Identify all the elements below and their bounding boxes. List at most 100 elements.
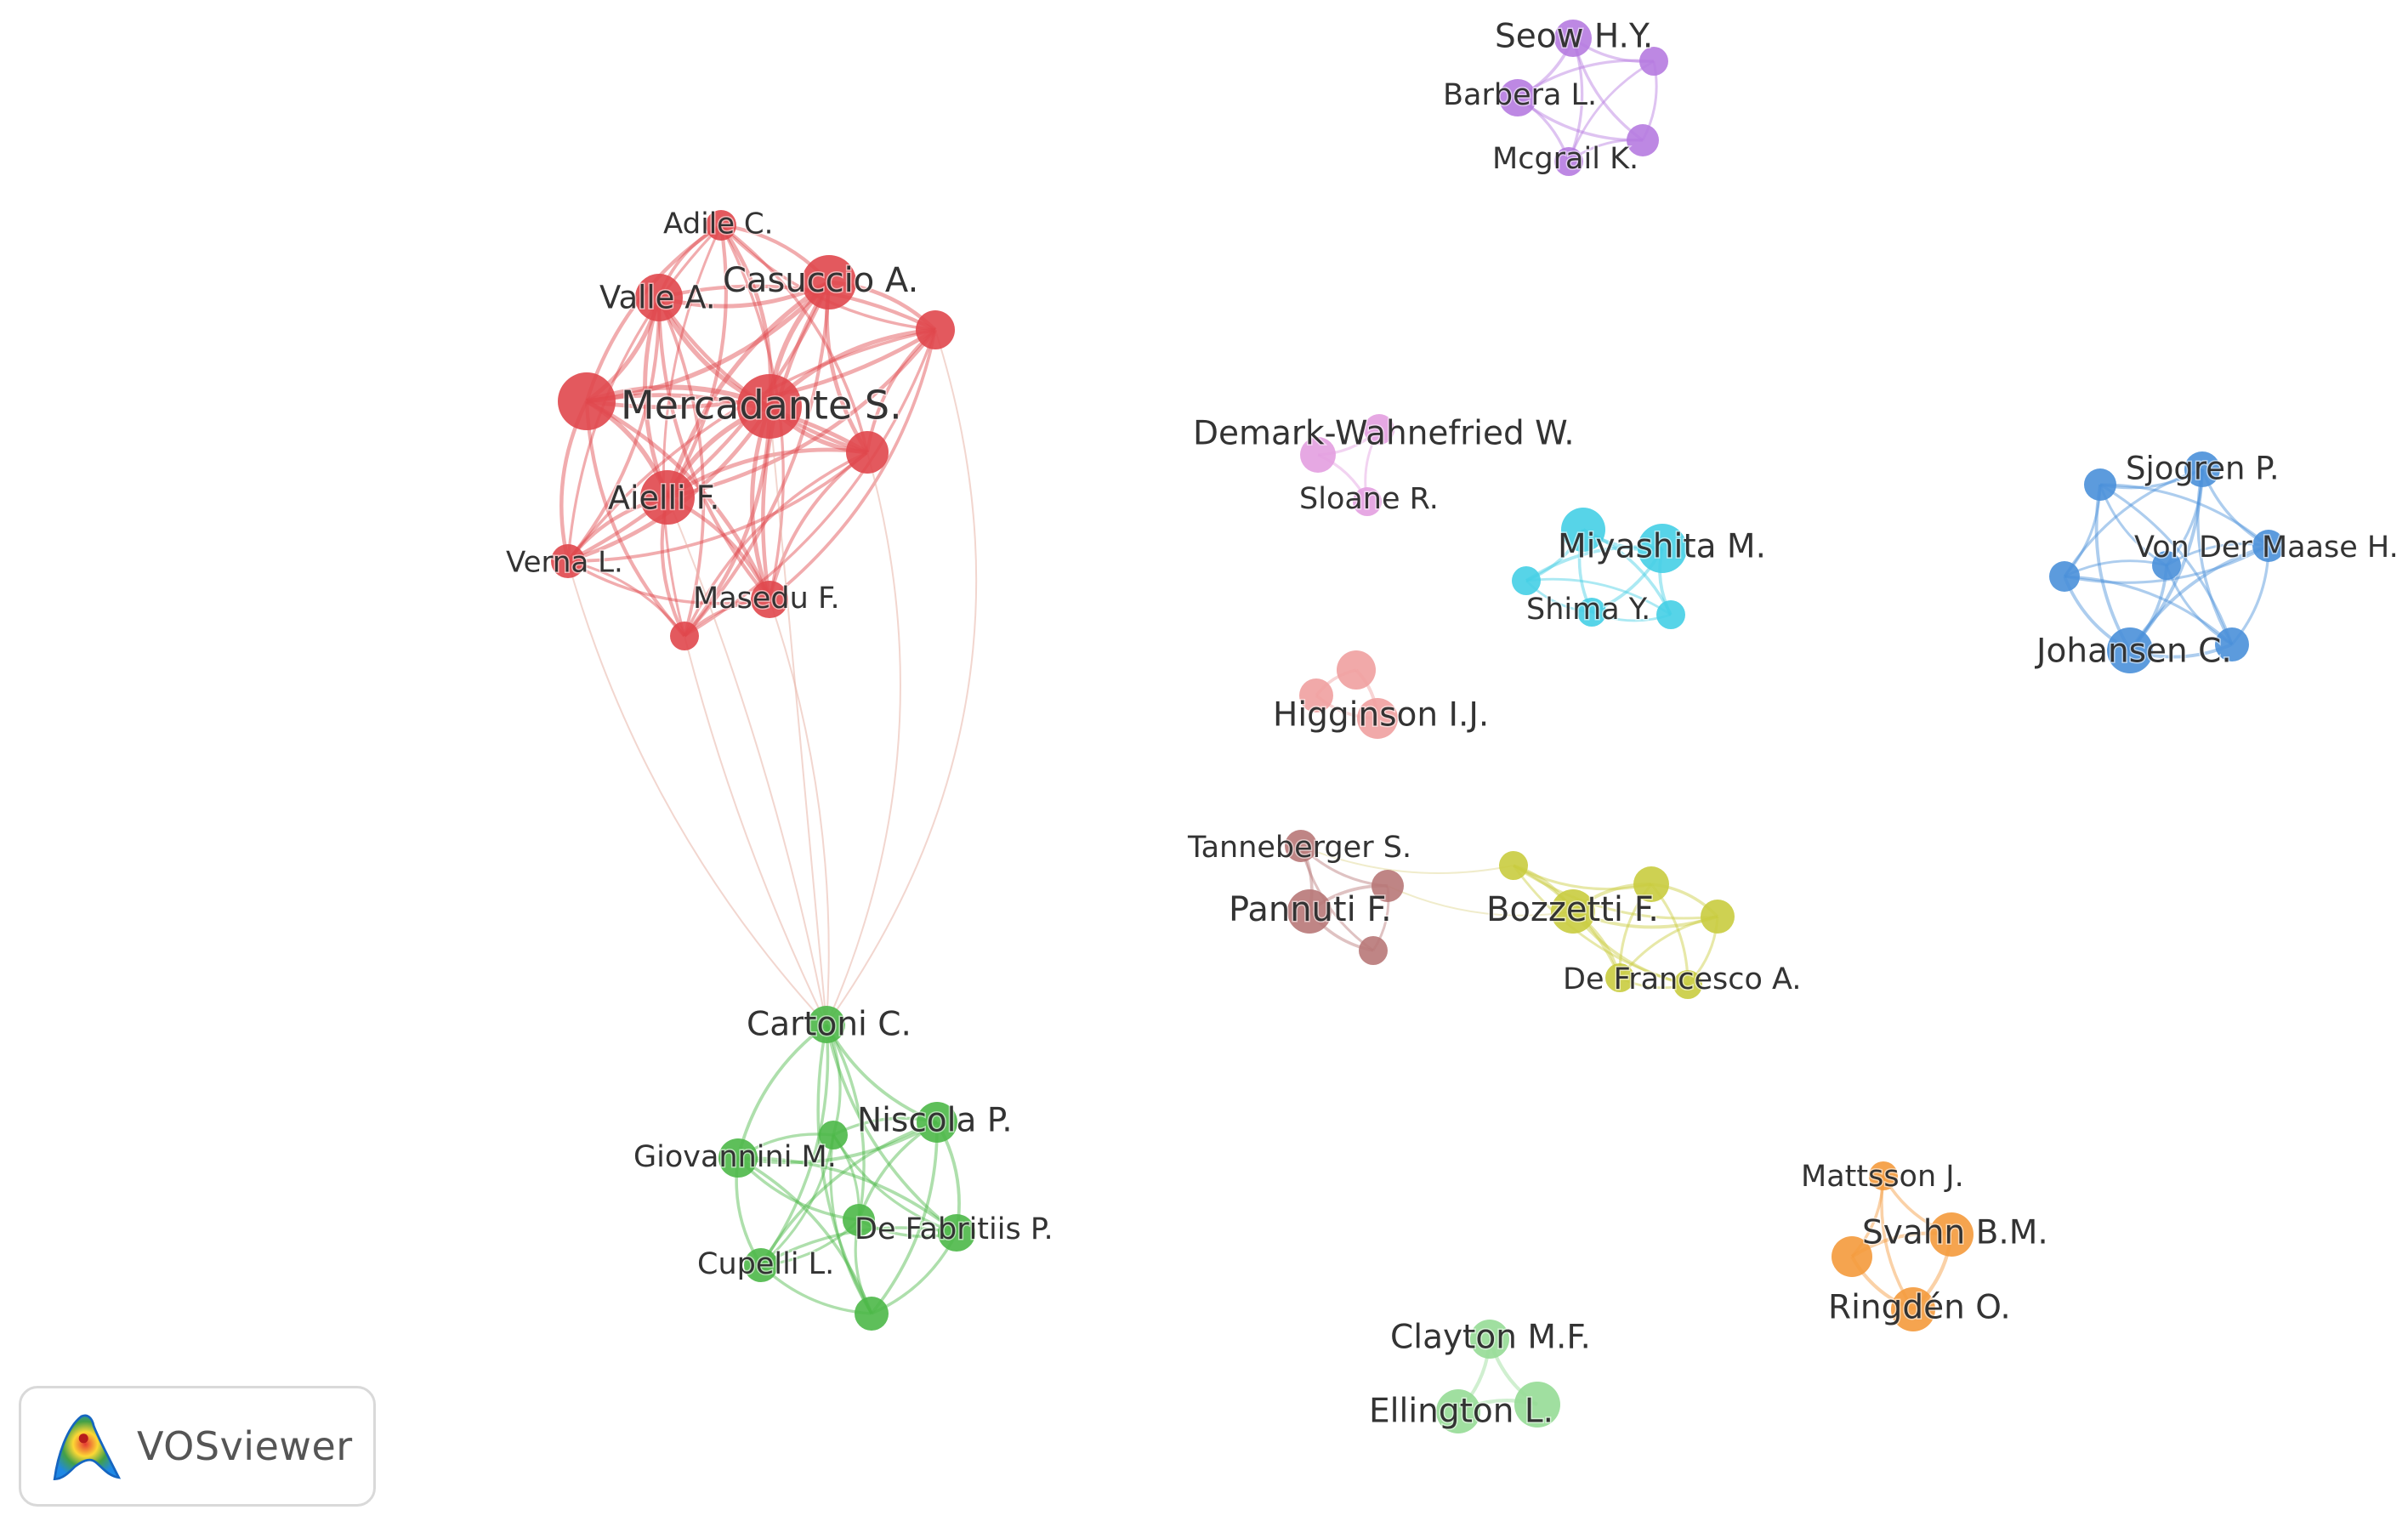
author-node[interactable] <box>1285 830 1317 862</box>
author-node-unlabeled[interactable] <box>2215 627 2249 661</box>
author-node[interactable] <box>2184 451 2220 487</box>
author-node-unlabeled[interactable] <box>1673 970 1702 999</box>
author-node-unlabeled[interactable] <box>819 1121 848 1150</box>
author-node-unlabeled[interactable] <box>1514 1382 1560 1428</box>
author-node[interactable] <box>1891 1287 1935 1331</box>
network-link <box>1567 60 1655 162</box>
author-node-unlabeled[interactable] <box>2084 468 2116 501</box>
network-link <box>586 393 869 455</box>
author-label: Valle A. <box>599 280 716 316</box>
author-node[interactable] <box>744 1248 778 1282</box>
author-node[interactable] <box>737 374 802 439</box>
network-link <box>567 281 831 563</box>
author-node[interactable] <box>1554 20 1592 57</box>
author-node-unlabeled[interactable] <box>2152 551 2181 580</box>
author-label: Tanneberger S. <box>1187 831 1411 865</box>
network-link <box>737 1156 958 1235</box>
author-node-unlabeled[interactable] <box>916 310 955 349</box>
network-link <box>566 224 723 562</box>
network-link <box>768 329 937 601</box>
author-label: Miyashita M. <box>1558 528 1766 566</box>
author-node[interactable] <box>1287 889 1332 934</box>
network-link <box>826 329 978 1025</box>
author-node-unlabeled[interactable] <box>1337 650 1376 690</box>
author-node[interactable] <box>1929 1212 1974 1257</box>
author-node[interactable] <box>1554 147 1583 176</box>
author-node-unlabeled[interactable] <box>670 622 699 650</box>
author-node-unlabeled[interactable] <box>1832 1236 1872 1277</box>
network-link <box>584 400 686 638</box>
author-node[interactable] <box>1577 598 1606 627</box>
author-node[interactable] <box>938 1214 975 1252</box>
author-node[interactable] <box>1638 524 1687 573</box>
author-node[interactable] <box>751 581 788 618</box>
author-node[interactable] <box>1353 487 1382 516</box>
author-node[interactable] <box>1605 963 1634 992</box>
network-link <box>870 1121 939 1315</box>
author-node-unlabeled[interactable] <box>1639 47 1668 76</box>
network-link <box>586 281 831 404</box>
network-link <box>2064 575 2234 646</box>
author-node[interactable] <box>706 210 736 241</box>
author-node[interactable] <box>2107 627 2153 673</box>
author-label: Giovannini M. <box>633 1140 837 1174</box>
author-label: Mercadante S. <box>621 383 902 429</box>
author-label: Casuccio A. <box>723 261 918 300</box>
author-node[interactable] <box>2252 530 2285 562</box>
author-label: Mcgrail K. <box>1492 142 1638 176</box>
author-node-unlabeled[interactable] <box>1701 900 1735 934</box>
author-node[interactable] <box>1357 698 1398 739</box>
network-link <box>667 328 937 500</box>
author-label: Aielli F. <box>608 480 720 517</box>
author-label: Masedu F. <box>693 582 840 616</box>
author-node-unlabeled[interactable] <box>1359 936 1388 965</box>
author-node-unlabeled[interactable] <box>2049 561 2080 592</box>
network-link <box>657 297 706 637</box>
author-label: Cupelli L. <box>697 1247 834 1281</box>
author-label: Johansen C. <box>2034 633 2232 671</box>
network-link <box>759 1134 835 1267</box>
author-node[interactable] <box>640 470 695 525</box>
author-label: Verna L. <box>506 546 623 580</box>
author-label: Shima Y. <box>1526 593 1650 627</box>
network-link <box>1525 577 1672 616</box>
author-node-unlabeled[interactable] <box>1299 678 1333 712</box>
author-node-unlabeled[interactable] <box>855 1297 889 1331</box>
author-node[interactable] <box>718 1138 758 1178</box>
author-node-unlabeled[interactable] <box>1512 566 1541 595</box>
author-node-unlabeled[interactable] <box>1561 508 1605 552</box>
author-node[interactable] <box>1499 79 1536 116</box>
author-node-unlabeled[interactable] <box>1633 866 1669 902</box>
author-node[interactable] <box>802 255 856 309</box>
author-node[interactable] <box>808 1006 845 1043</box>
network-link <box>567 451 869 563</box>
author-node-unlabeled[interactable] <box>1656 600 1685 629</box>
author-node-unlabeled[interactable] <box>558 372 616 430</box>
author-node-unlabeled[interactable] <box>846 431 889 474</box>
network-link <box>768 451 869 600</box>
author-node-unlabeled[interactable] <box>1627 124 1659 156</box>
author-node[interactable] <box>1470 1320 1509 1359</box>
author-label: Adile C. <box>663 207 773 241</box>
network-link <box>2063 468 2203 577</box>
author-node-unlabeled[interactable] <box>1364 414 1394 445</box>
author-node-unlabeled[interactable] <box>843 1204 875 1236</box>
author-node[interactable] <box>551 544 585 578</box>
author-node[interactable] <box>1300 437 1336 473</box>
network-link <box>2196 468 2234 645</box>
network-link <box>683 451 868 637</box>
author-node[interactable] <box>917 1102 957 1143</box>
network-link <box>662 224 723 637</box>
author-label: De Fabritiis P. <box>855 1212 1054 1246</box>
author-node-unlabeled[interactable] <box>1499 851 1528 880</box>
author-node[interactable] <box>1869 1161 1898 1190</box>
network-link <box>825 1024 958 1235</box>
author-node[interactable] <box>1436 1389 1480 1433</box>
author-label: Pannuti F. <box>1229 890 1392 929</box>
author-node[interactable] <box>635 274 683 321</box>
author-node[interactable] <box>1551 889 1595 934</box>
author-label: Barbera L. <box>1443 78 1597 112</box>
network-link <box>737 1156 873 1314</box>
author-node-unlabeled[interactable] <box>1372 870 1404 902</box>
